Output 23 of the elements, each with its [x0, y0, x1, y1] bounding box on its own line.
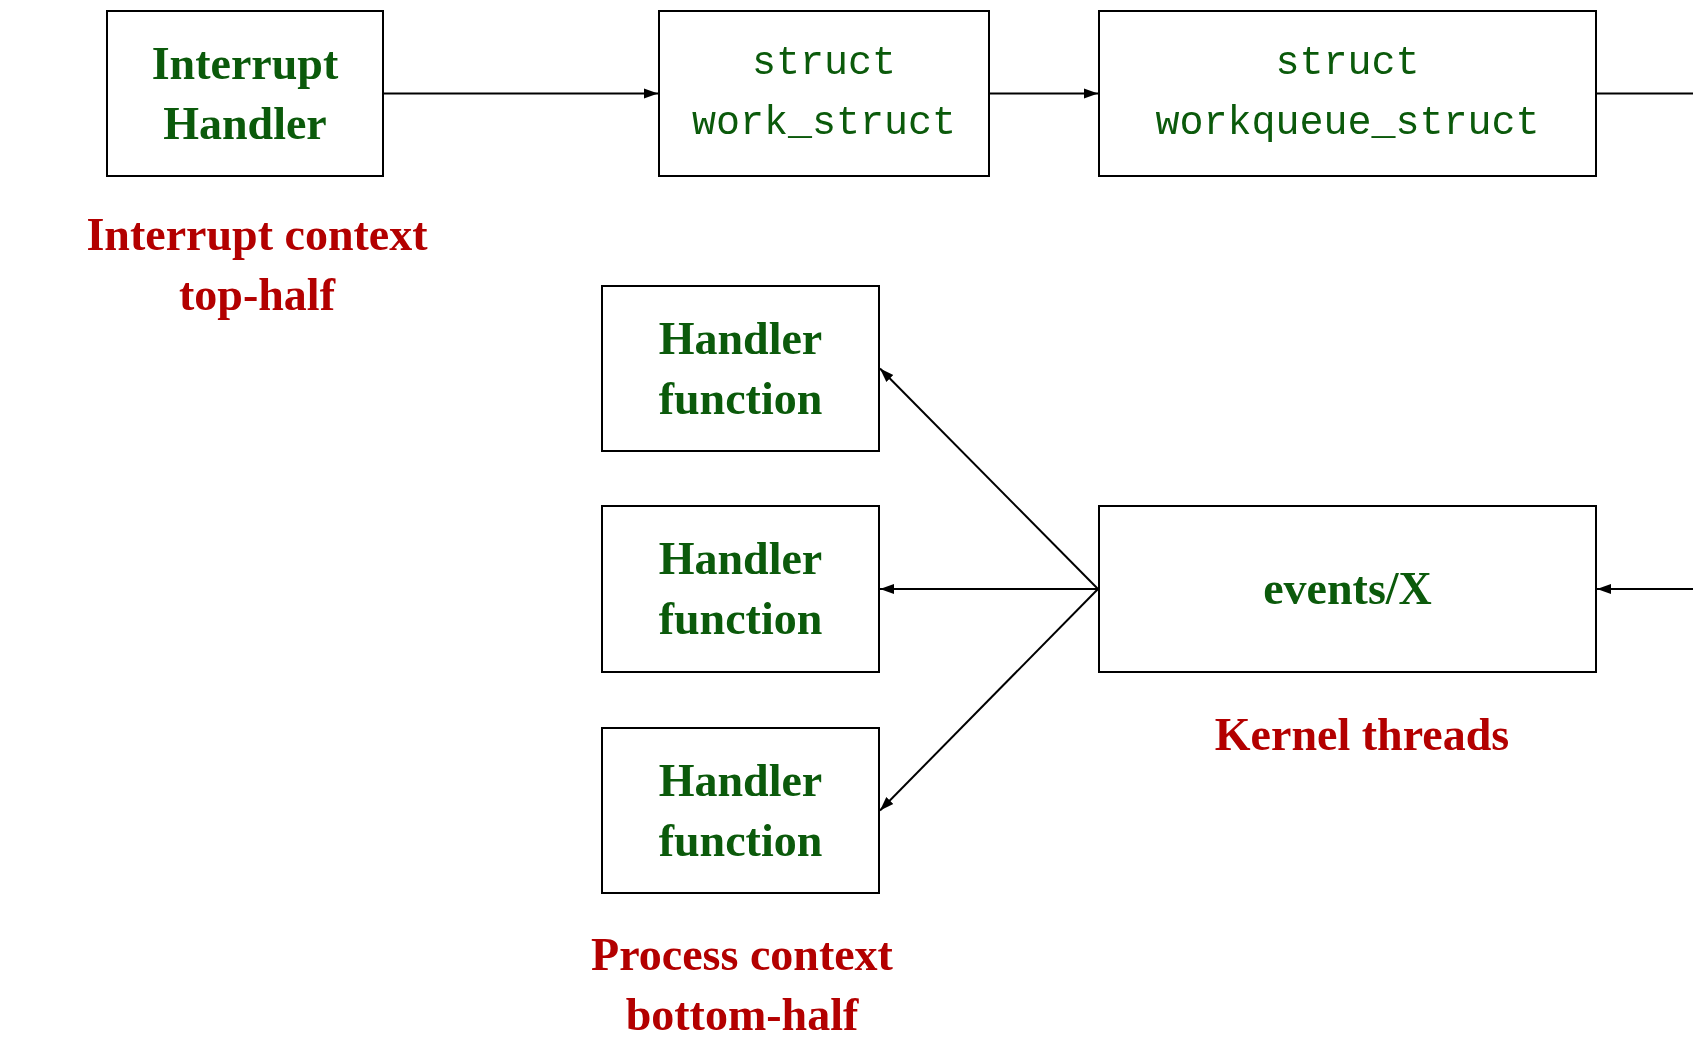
box-label: Handler function: [657, 753, 824, 868]
box-label: Interrupt Handler: [150, 36, 340, 151]
box-label: Handler function: [657, 532, 824, 646]
process-box: [1098, 505, 1597, 673]
arrow: [879, 367, 1099, 590]
process-box: [106, 10, 384, 177]
process-box: [658, 10, 990, 177]
arrow: [879, 588, 1099, 812]
context-label: Kernel threads: [1213, 708, 1511, 762]
box-label: Handler function: [657, 311, 824, 426]
process-box: [601, 505, 880, 673]
arrow: [879, 584, 1099, 594]
code-label: struct work_struct: [690, 39, 957, 148]
context-label: Interrupt context top-half: [85, 208, 429, 322]
process-box: [601, 727, 880, 894]
code-label: struct workqueue_struct: [1154, 39, 1541, 148]
arrow: [383, 88, 659, 99]
box-label: events/X: [1263, 562, 1432, 617]
arrow: [989, 88, 1099, 99]
process-box: [1098, 10, 1597, 177]
context-label: Process context bottom-half: [590, 928, 894, 1042]
arrow: [1596, 584, 1693, 594]
process-box: [601, 285, 880, 452]
